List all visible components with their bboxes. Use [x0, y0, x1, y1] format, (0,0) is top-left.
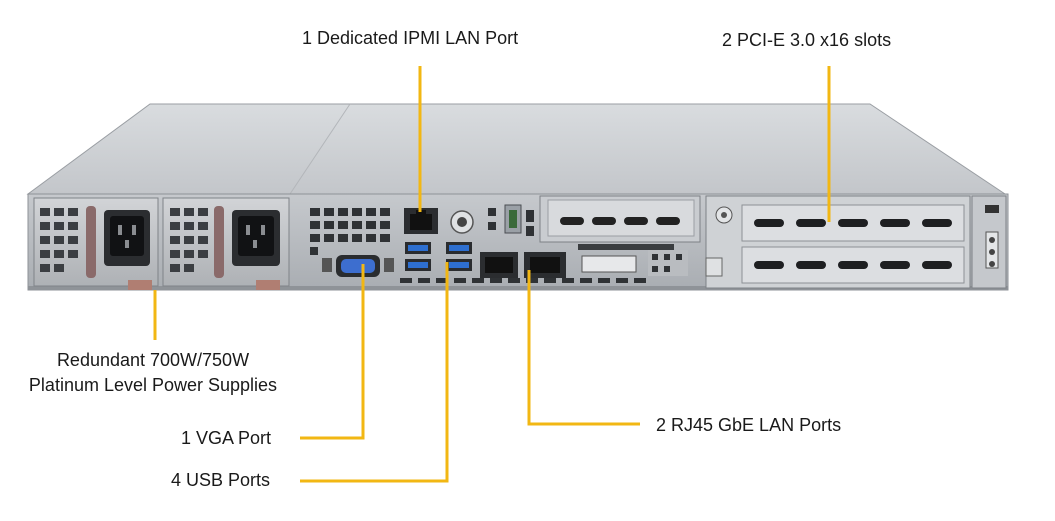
- low-profile-bracket: [539, 195, 701, 276]
- power-supply-2: [162, 197, 290, 290]
- rj45-lan-ports: [480, 252, 566, 278]
- ipmi-port-label: 1 Dedicated IPMI LAN Port: [302, 28, 519, 48]
- chassis-top: [26, 103, 1007, 195]
- power-supplies-label-line-2: Platinum Level Power Supplies: [28, 375, 278, 395]
- usb-ports: [405, 242, 472, 271]
- usb-leader-line: [300, 262, 449, 483]
- usb-ports-label: 4 USB Ports: [171, 470, 271, 490]
- power-supplies-label: Redundant 700W/750W Platinum Level Power…: [8, 348, 298, 398]
- right-mount-bracket: [971, 195, 1007, 289]
- pcie-slots: [705, 195, 971, 289]
- vga-port: [322, 255, 394, 277]
- lan-ports-label: 2 RJ45 GbE LAN Ports: [656, 415, 842, 435]
- vent-grid: [310, 208, 646, 283]
- leader-lines: [153, 66, 831, 483]
- vga-port-label: 1 VGA Port: [181, 428, 272, 448]
- pcie-slots-label: 2 PCI-E 3.0 x16 slots: [722, 30, 892, 50]
- power-supplies-label-line-1: Redundant 700W/750W: [56, 350, 250, 370]
- ipmi-lan-port: [404, 208, 438, 234]
- vga-leader-line: [300, 264, 365, 440]
- middle-vents: [488, 208, 534, 236]
- power-supply-1: [33, 197, 159, 290]
- lan-leader-line: [527, 270, 640, 426]
